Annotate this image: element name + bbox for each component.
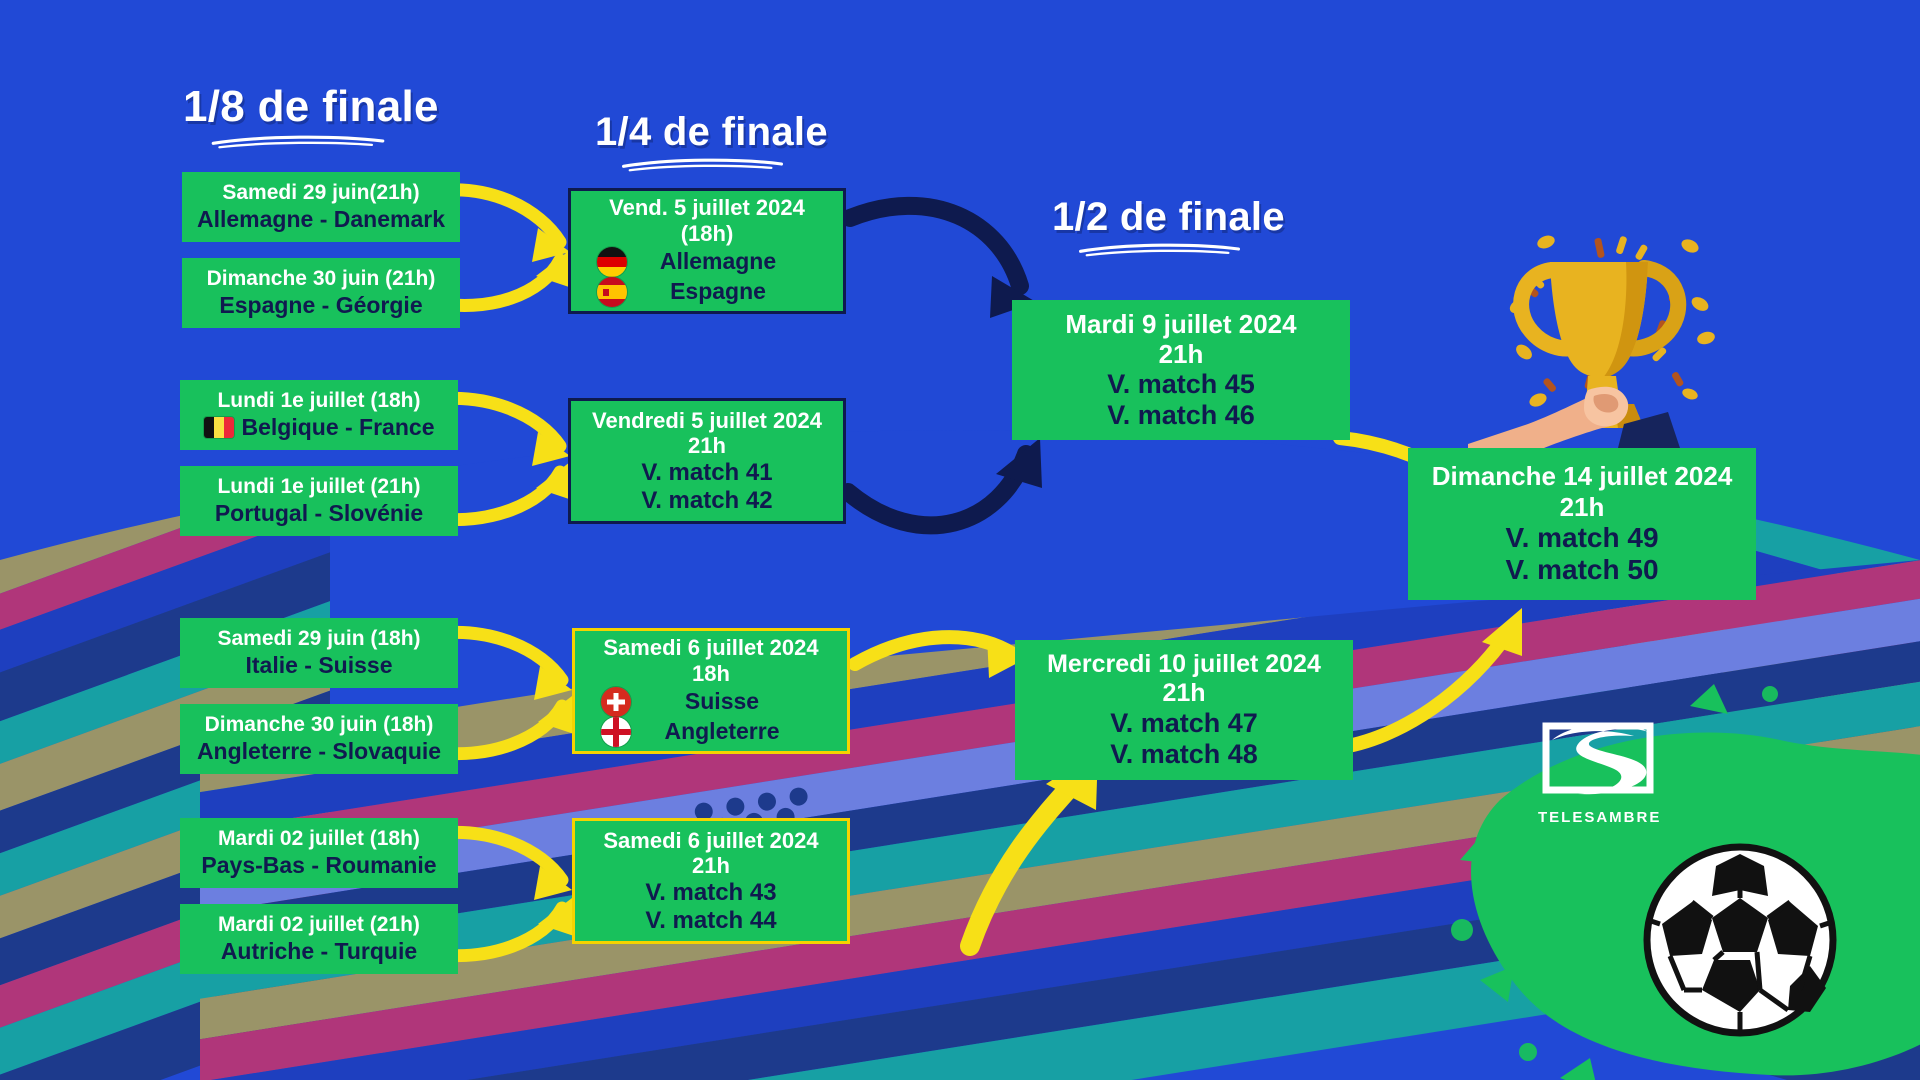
match-time: 21h [1162, 678, 1206, 707]
match-box-qf-4[interactable]: Samedi 6 juillet 2024 21h V. match 43 V.… [572, 818, 850, 944]
heading-semi-finals-label: 1/2 de finale [1052, 195, 1285, 239]
match-box-final[interactable]: Dimanche 14 juillet 2024 21h V. match 49… [1408, 448, 1756, 600]
telesambre-wordmark: TELESAMBRE [1538, 809, 1662, 826]
qf-entry-label: V. match 44 [645, 906, 777, 934]
match-teams-row: Belgique - France [203, 413, 435, 441]
match-time: 21h [1158, 338, 1204, 369]
match-date: Mardi 9 juillet 2024 [1065, 308, 1297, 339]
match-teams: Autriche - Turquie [220, 937, 418, 964]
match-teams: Pays-Bas - Roumanie [201, 851, 437, 878]
telesambre-logo: TELESAMBRE [1538, 718, 1662, 828]
match-time: 18h [692, 661, 730, 686]
heading-semi-finals: 1/2 de finale [1052, 195, 1285, 257]
match-teams: Portugal - Slovénie [214, 499, 424, 526]
match-teams: Espagne - Géorgie [219, 291, 423, 318]
qf-entry-row: Espagne [581, 276, 833, 307]
match-date: Lundi 1e juillet (21h) [217, 475, 421, 499]
heading-underline [622, 158, 783, 172]
sf-entry-label: V. match 45 [1107, 368, 1255, 399]
trophy-icon [1468, 228, 1728, 448]
match-box-sf-2[interactable]: Mercredi 10 juillet 2024 21h V. match 47… [1015, 640, 1353, 780]
heading-underline [1079, 243, 1241, 257]
match-date: Lundi 1e juillet (18h) [217, 389, 421, 413]
match-teams: Italie - Suisse [245, 651, 393, 678]
spain-flag-icon [597, 276, 627, 307]
final-entry-label: V. match 49 [1505, 521, 1659, 553]
match-box-qf-1[interactable]: Vend. 5 juillet 2024 (18h) Allemagne Esp… [568, 188, 846, 314]
qf-entry-label: Angleterre [664, 718, 780, 745]
match-date: Samedi 6 juillet 2024 [603, 827, 819, 853]
match-teams: Angleterre - Slovaquie [196, 737, 442, 764]
match-date: Samedi 6 juillet 2024 [603, 635, 819, 661]
match-box-r16-6[interactable]: Dimanche 30 juin (18h) Angleterre - Slov… [180, 704, 458, 774]
heading-quarter-finals-label: 1/4 de finale [595, 110, 828, 154]
match-teams: Allemagne - Danemark [197, 205, 445, 232]
match-date: Dimanche 14 juillet 2024 [1431, 461, 1733, 492]
match-date: Mardi 02 juillet (18h) [218, 827, 420, 851]
match-box-r16-3[interactable]: Lundi 1e juillet (18h) Belgique - France [180, 380, 458, 450]
heading-round-of-16: 1/8 de finale [183, 82, 439, 149]
match-date: Vend. 5 juillet 2024 [609, 195, 805, 221]
sf-entry-label: V. match 48 [1110, 739, 1258, 769]
final-entry-label: V. match 50 [1505, 554, 1659, 586]
match-box-sf-1[interactable]: Mardi 9 juillet 2024 21h V. match 45 V. … [1012, 300, 1350, 440]
arrow-qf2-to-sf1 [840, 438, 1042, 535]
match-date: Dimanche 30 juin (21h) [206, 267, 436, 291]
match-box-r16-7[interactable]: Mardi 02 juillet (18h) Pays-Bas - Rouman… [180, 818, 458, 888]
qf-entry-label: V. match 41 [641, 458, 773, 486]
sf-entry-label: V. match 46 [1107, 400, 1255, 431]
heading-round-of-16-label: 1/8 de finale [183, 82, 439, 131]
match-time: 21h [688, 433, 726, 459]
match-date: Mercredi 10 juillet 2024 [1047, 649, 1321, 678]
arrow-sf2-to-final [1330, 608, 1522, 755]
qf-entry-label: V. match 42 [641, 486, 773, 514]
qf-entry-label: Allemagne [659, 248, 777, 275]
sf-entry-label: V. match 47 [1110, 707, 1258, 738]
match-box-r16-1[interactable]: Samedi 29 juin(21h) Allemagne - Danemark [182, 172, 460, 242]
match-time: 21h [692, 853, 730, 879]
qf-entry-label: V. match 43 [645, 878, 777, 906]
germany-flag-icon [597, 246, 627, 277]
switzerland-flag-icon [601, 686, 631, 717]
soccer-ball-icon [1640, 840, 1840, 1040]
match-box-r16-8[interactable]: Mardi 02 juillet (21h) Autriche - Turqui… [180, 904, 458, 974]
match-box-qf-3[interactable]: Samedi 6 juillet 2024 18h Suisse Anglete… [572, 628, 850, 754]
qf-entry-row: Angleterre [585, 716, 837, 747]
match-box-r16-2[interactable]: Dimanche 30 juin (21h) Espagne - Géorgie [182, 258, 460, 328]
match-date: Samedi 29 juin(21h) [222, 181, 420, 205]
england-flag-icon [601, 716, 631, 747]
qf-entry-label: Espagne [670, 278, 766, 305]
qf-entry-row: Suisse [585, 686, 837, 717]
belgium-flag-icon [203, 416, 234, 438]
match-date: Mardi 02 juillet (21h) [218, 913, 420, 937]
match-date: Samedi 29 juin (18h) [217, 627, 421, 651]
match-box-r16-4[interactable]: Lundi 1e juillet (21h) Portugal - Slovén… [180, 466, 458, 536]
match-time: 21h [1559, 491, 1605, 522]
match-teams: Belgique - France [241, 413, 435, 440]
match-time: (18h) [680, 221, 734, 246]
match-box-r16-5[interactable]: Samedi 29 juin (18h) Italie - Suisse [180, 618, 458, 688]
match-date: Dimanche 30 juin (18h) [204, 713, 434, 737]
match-date: Vendredi 5 juillet 2024 [592, 407, 822, 433]
heading-quarter-finals: 1/4 de finale [595, 110, 828, 172]
qf-entry-row: Allemagne [581, 246, 833, 277]
heading-underline [211, 135, 385, 149]
telesambre-mark [1542, 722, 1654, 795]
match-box-qf-2[interactable]: Vendredi 5 juillet 2024 21h V. match 41 … [568, 398, 846, 524]
qf-entry-label: Suisse [684, 688, 760, 715]
